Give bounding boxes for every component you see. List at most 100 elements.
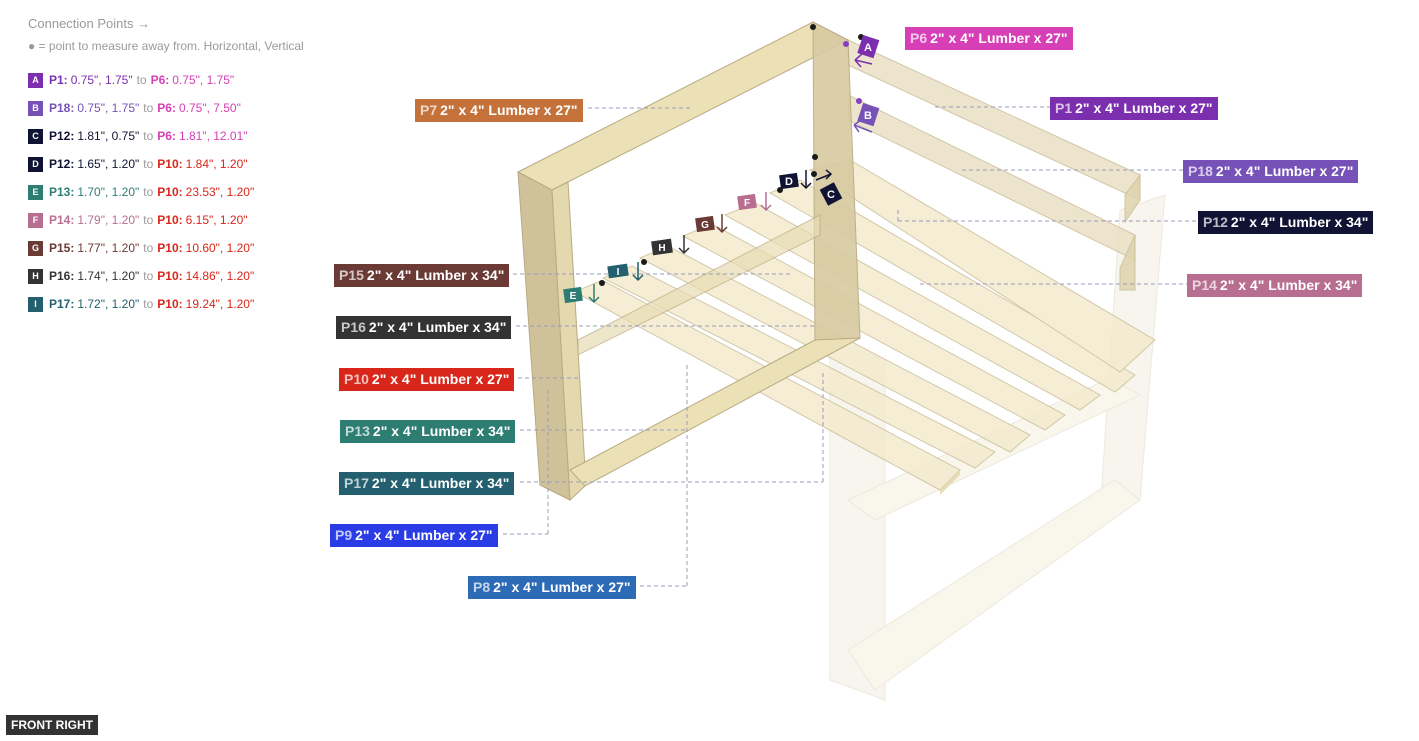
part-id: P17 (344, 475, 369, 491)
marker-letter: I (617, 267, 620, 278)
front-frame (516, 21, 861, 502)
connection-badge: C (28, 128, 43, 144)
from-part-id: P18: (49, 101, 75, 115)
marker-letter: A (864, 42, 872, 54)
to-coord: 23.53", 1.20" (185, 185, 255, 199)
to-part-id: P6: (157, 129, 176, 143)
leader-lines (503, 106, 1198, 587)
from-coord: 1.72", 1.20" (77, 297, 140, 311)
part-id: P10 (344, 371, 369, 387)
marker-a[interactable]: A (857, 34, 880, 59)
part-desc: 2" x 4" Lumber x 34" (1219, 277, 1358, 293)
connection-points-legend: Connection Points → ● = point to measure… (28, 16, 304, 318)
from-part-id: P12: (49, 129, 75, 143)
to-word: to (143, 269, 154, 283)
from-coord: 1.65", 1.20" (77, 157, 140, 171)
from-part-id: P15: (49, 241, 75, 255)
connection-badge: A (28, 72, 43, 88)
to-part-id: P10: (157, 185, 183, 199)
part-desc: 2" x 4" Lumber x 27" (1215, 163, 1354, 179)
marker-b[interactable]: B (857, 102, 880, 127)
part-id: P13 (345, 423, 370, 439)
from-coord: 1.74", 1.20" (77, 269, 140, 283)
connection-badge: B (28, 100, 43, 116)
marker-d[interactable]: D (779, 172, 799, 190)
to-word: to (143, 213, 154, 227)
to-word: to (143, 101, 154, 115)
part-id: P7 (420, 102, 438, 118)
view-label[interactable]: FRONT RIGHT (6, 715, 98, 735)
part-id: P9 (335, 527, 353, 543)
part-desc: 2" x 4" Lumber x 27" (355, 527, 493, 543)
part-id: P16 (341, 319, 366, 335)
marker-e[interactable]: E (563, 286, 583, 304)
part-desc: 2" x 4" Lumber x 34" (1230, 214, 1369, 230)
legend-title: Connection Points → (28, 16, 151, 31)
back-rails (847, 39, 1141, 291)
part-desc: 2" x 4" Lumber x 34" (371, 475, 510, 491)
to-coord: 0.75", 1.75" (172, 73, 235, 87)
to-word: to (143, 129, 154, 143)
part-id: P18 (1188, 163, 1213, 179)
connection-badge: D (28, 156, 43, 172)
part-id: P8 (473, 579, 491, 595)
to-part-id: P10: (157, 297, 183, 311)
to-coord: 1.84", 1.20" (185, 157, 248, 171)
to-coord: 19.24", 1.20" (185, 297, 255, 311)
to-coord: 1.81", 12.01" (178, 129, 248, 143)
to-coord: 14.86", 1.20" (185, 269, 255, 283)
from-coord: 0.75", 1.75" (70, 73, 133, 87)
to-coord: 0.75", 7.50" (178, 101, 241, 115)
measure-arrows (588, 53, 873, 304)
part-desc: 2" x 4" Lumber x 34" (368, 319, 507, 335)
part-desc: 2" x 4" Lumber x 27" (371, 371, 510, 387)
marker-c[interactable]: C (819, 182, 843, 206)
to-part-id: P10: (157, 213, 183, 227)
marker-h[interactable]: H (651, 238, 673, 256)
from-part-id: P16: (49, 269, 75, 283)
to-part-id: P6: (150, 73, 170, 87)
from-part-id: P1: (49, 73, 68, 87)
part-desc: 2" x 4" Lumber x 27" (930, 30, 1068, 46)
to-part-id: P6: (157, 101, 176, 115)
connection-badge: H (28, 268, 43, 284)
marker-g[interactable]: G (695, 215, 715, 233)
from-coord: 1.77", 1.20" (77, 241, 140, 255)
to-part-id: P10: (157, 241, 183, 255)
part-desc: 2" x 4" Lumber x 27" (1075, 100, 1213, 116)
legend-note: ● = point to measure away from. Horizont… (28, 39, 304, 53)
marker-letter: F (744, 198, 750, 209)
part-id: P1 (1055, 100, 1073, 116)
to-part-id: P10: (157, 157, 183, 171)
from-part-id: P13: (49, 185, 75, 199)
marker-i[interactable]: I (607, 263, 629, 279)
part-desc: 2" x 4" Lumber x 34" (366, 267, 505, 283)
part-desc: 2" x 4" Lumber x 27" (493, 579, 631, 595)
marker-f[interactable]: F (737, 193, 757, 211)
marker-letter: G (701, 220, 709, 231)
from-coord: 0.75", 1.75" (77, 101, 140, 115)
